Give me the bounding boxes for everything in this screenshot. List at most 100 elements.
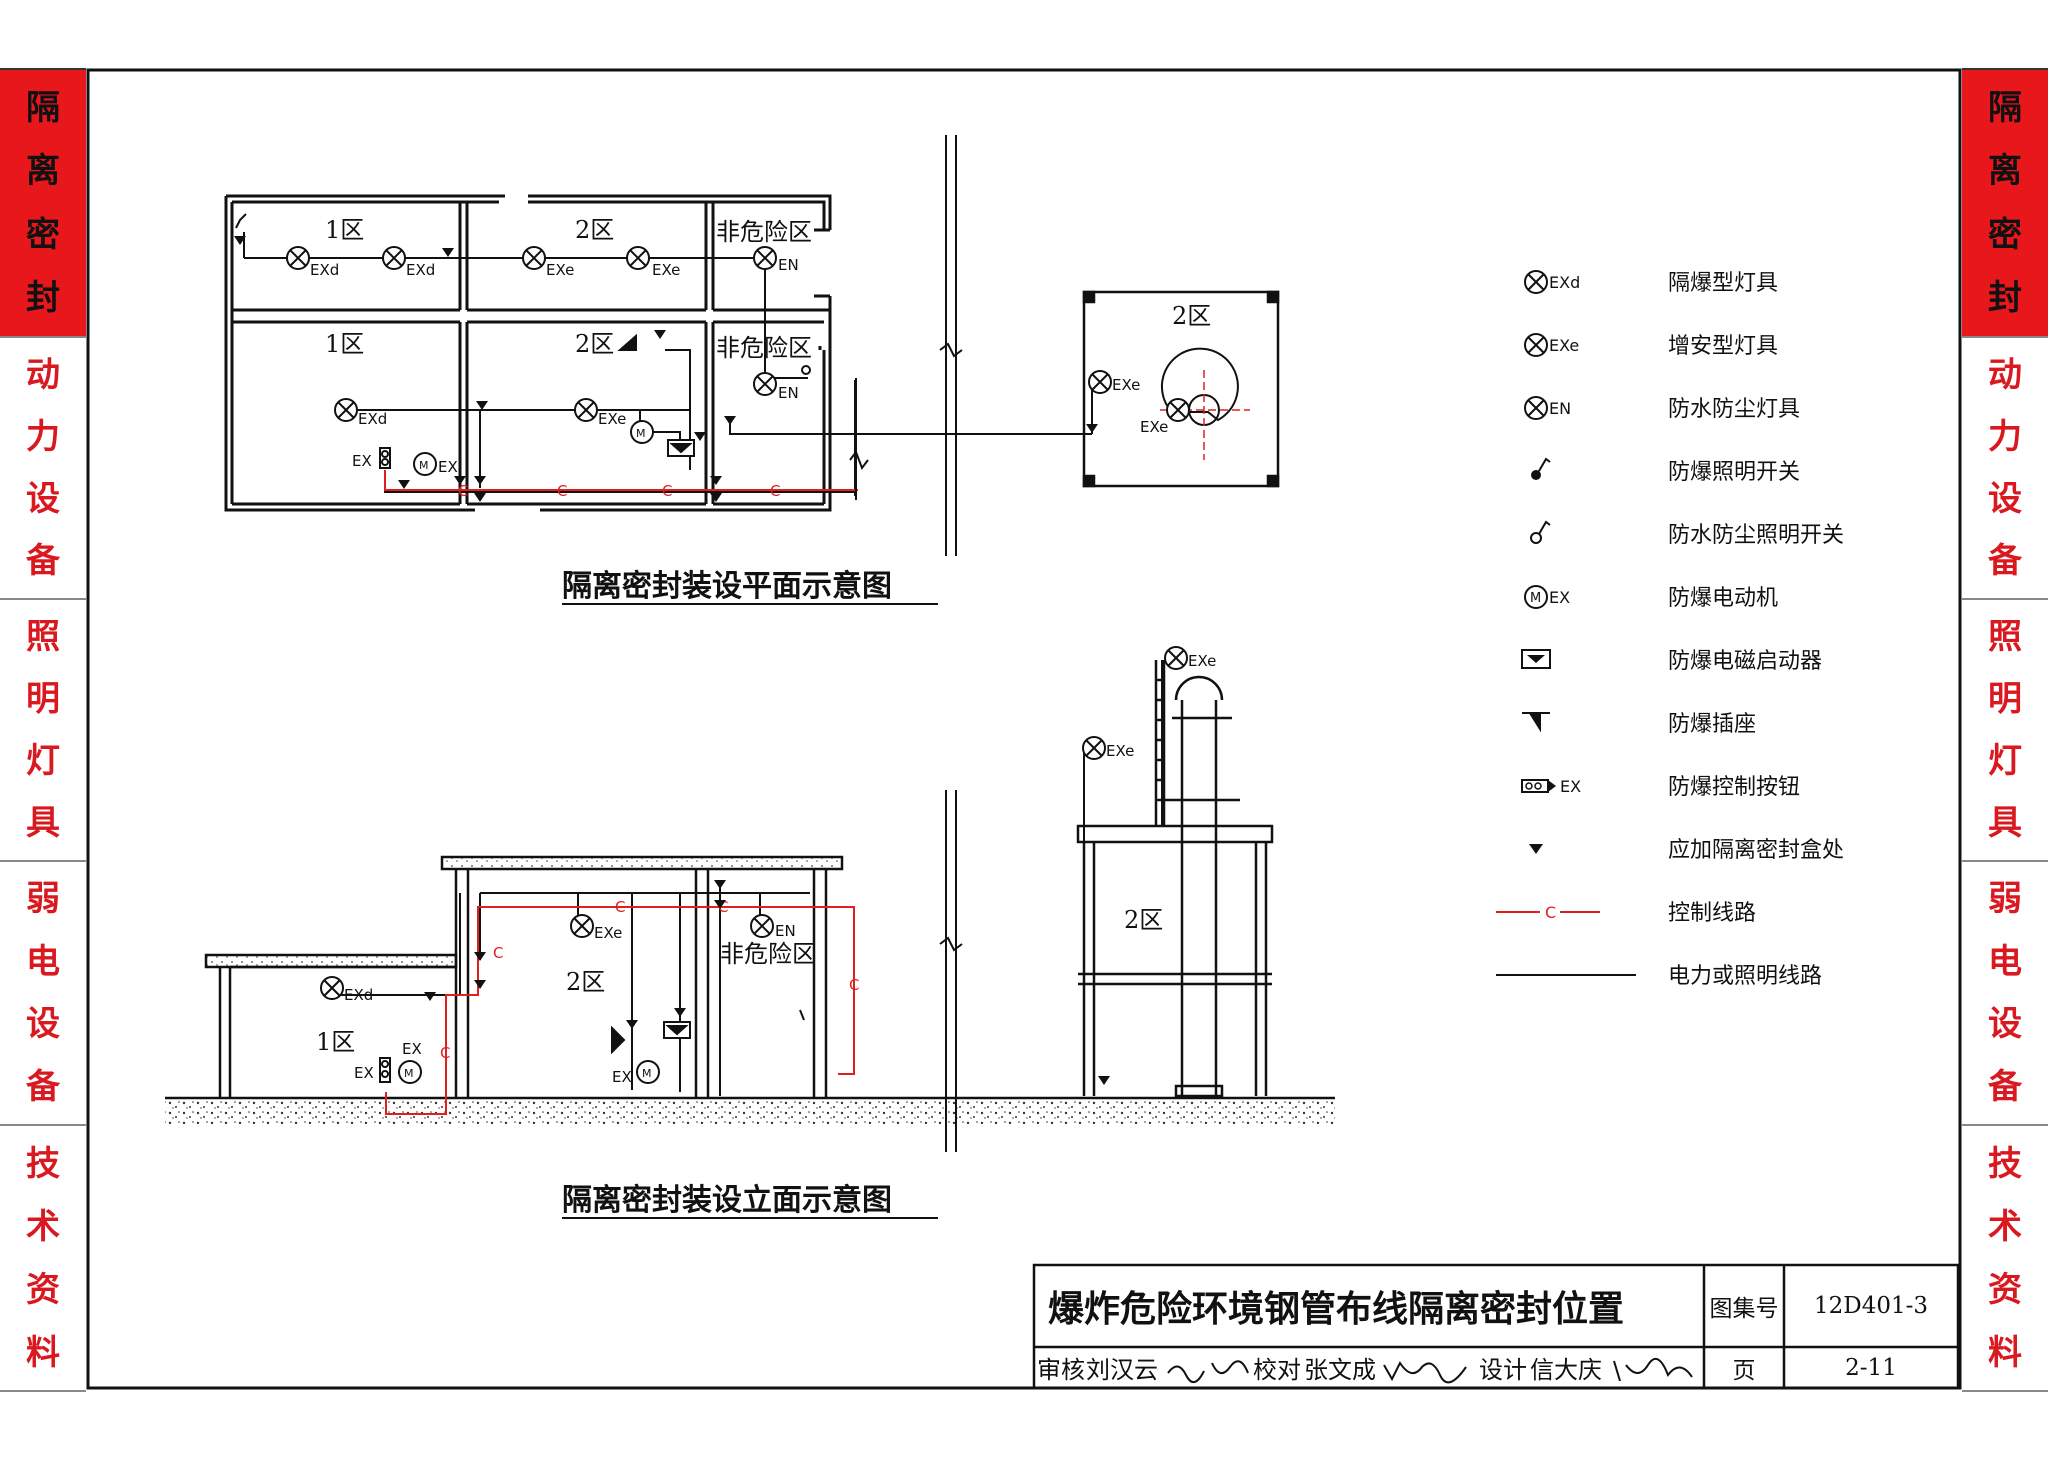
title-block: 爆炸危险环境钢管布线隔离密封位置 图集号 12D401-3 页 2-11 审核 …: [1034, 1265, 1958, 1388]
tower-wiring: [1083, 660, 1163, 1090]
left-sidebar-char: 料: [26, 1332, 60, 1373]
plan-lbl-ex-2: EX: [438, 458, 458, 476]
plan-lamp-en-2: [753, 372, 777, 396]
left-sidebar-char: 技: [26, 1143, 60, 1184]
elev-lbl-en: EN: [775, 922, 796, 940]
elevation-caption: 隔离密封装设立面示意图: [562, 1183, 892, 1218]
right-sidebar: 隔离密封动力设备照明灯具弱电设备技术资料: [1962, 68, 2048, 1392]
elev-c-3: C: [493, 944, 503, 962]
atlas-label: 图集号: [1709, 1296, 1779, 1322]
seal-box-icon: [1529, 844, 1543, 854]
plan-c-4: C: [770, 482, 780, 500]
plan-caption: 隔离密封装设平面示意图: [562, 569, 892, 604]
legend-code: EXe: [1549, 336, 1579, 355]
plan-lbl-exe-5: EXe: [1140, 418, 1168, 436]
right-sidebar-char: 明: [1988, 679, 2022, 719]
checker-signature: [1383, 1361, 1467, 1384]
left-sidebar-char: 封: [26, 278, 60, 319]
legend-label: 应加隔离密封盒处: [1668, 838, 1844, 863]
legend-code: EN: [1549, 399, 1571, 418]
plan-lbl-exe-2: EXe: [652, 261, 680, 279]
left-sidebar-section-4[interactable]: 弱电设备: [0, 862, 86, 1126]
tower-lbl-exe-1: EXe: [1188, 652, 1216, 670]
left-sidebar-section-5[interactable]: 技术资料: [0, 1126, 86, 1392]
right-sidebar-section-3[interactable]: 照明灯具: [1962, 600, 2048, 862]
legend-item: 防爆照明开关: [1531, 457, 1800, 485]
left-sidebar-char: 设: [26, 479, 60, 519]
legend-label: 防爆电磁启动器: [1668, 649, 1822, 674]
plan-lamp-exe-3: [574, 398, 598, 422]
right-sidebar-section-4[interactable]: 弱电设备: [1962, 862, 2048, 1126]
lamp-exe-icon: [1524, 333, 1548, 357]
legend-label: 防爆电动机: [1668, 586, 1778, 611]
review-label: 审核: [1037, 1356, 1085, 1384]
elev-c-2: C: [718, 898, 728, 916]
right-sidebar-char: 资: [1988, 1269, 2022, 1310]
plan-lbl-en-2: EN: [778, 384, 799, 402]
right-sidebar-char: 料: [1988, 1332, 2022, 1373]
left-sidebar-section-2[interactable]: 动力设备: [0, 338, 86, 600]
designer-name: 信大庆: [1530, 1356, 1602, 1384]
left-sidebar-char: 照: [26, 617, 60, 657]
elev-lbl-ex-2: EX: [354, 1064, 374, 1082]
elevation-control-line: [385, 906, 855, 1115]
left-sidebar-char: 隔: [26, 87, 60, 128]
elev-zone-safe: 非危险区: [720, 940, 816, 968]
atlas-number: 12D401-3: [1813, 1293, 1928, 1319]
ex-button-icon: [1521, 779, 1556, 793]
legend-code: EX: [1560, 777, 1581, 796]
legend-code: EXd: [1549, 273, 1580, 292]
plan-zone-safe-a: 非危险区: [716, 218, 812, 246]
plan-zone-2b: 2区: [575, 330, 614, 358]
elev-lamp-exd: [320, 976, 344, 1000]
legend-code: C: [1545, 903, 1556, 922]
dust-switch-icon: [1530, 520, 1551, 544]
right-sidebar-char: 力: [1988, 417, 2022, 457]
elev-motor-m-2: M: [642, 1067, 652, 1080]
plan-lamp-en-1: [753, 246, 777, 270]
plan-zone-labels: 1区 2区 非危险区 1区 2区 非危险区 2区: [325, 216, 1211, 362]
right-sidebar-char: 电: [1988, 941, 2022, 982]
left-sidebar-char: 备: [26, 1066, 60, 1107]
right-sidebar-char: 备: [1988, 541, 2022, 581]
right-sidebar-section-1[interactable]: 隔离密封: [1962, 70, 2048, 338]
plan-view: [224, 194, 832, 512]
plan-breaks: [849, 135, 963, 556]
left-sidebar-char: 资: [26, 1269, 60, 1310]
designer-signature: [1613, 1357, 1693, 1382]
left-sidebar-char: 明: [26, 679, 60, 719]
plan-tower-room: [1082, 290, 1280, 488]
legend-item: 应加隔离密封盒处: [1529, 838, 1844, 863]
right-sidebar-char: 技: [1988, 1143, 2022, 1184]
plan-lbl-exe-1: EXe: [546, 261, 574, 279]
elev-lamp-en: [750, 914, 774, 938]
plan-lamp-exe-4: [1088, 370, 1112, 394]
reviewer-name: 刘汉云: [1086, 1356, 1158, 1384]
left-sidebar-char: 电: [26, 941, 60, 982]
plan-tower-lamp: [1166, 398, 1190, 422]
legend-item: 电力或照明线路: [1496, 964, 1822, 989]
legend-label: 防爆照明开关: [1668, 460, 1800, 485]
left-sidebar: 隔离密封动力设备照明灯具弱电设备技术资料: [0, 68, 86, 1392]
elev-lbl-exe: EXe: [594, 924, 622, 942]
plan-lbl-exe-4: EXe: [1112, 376, 1140, 394]
left-sidebar-section-1[interactable]: 隔离密封: [0, 70, 86, 338]
right-sidebar-char: 设: [1988, 479, 2022, 519]
legend-label: 防爆插座: [1668, 712, 1756, 737]
elev-c-4: C: [440, 1044, 450, 1062]
right-sidebar-section-2[interactable]: 动力设备: [1962, 338, 2048, 600]
svg-text:M: M: [1530, 591, 1541, 606]
plan-lamp-exd-2: [382, 246, 406, 270]
ex-switch-icon: [1531, 457, 1551, 480]
left-sidebar-section-3[interactable]: 照明灯具: [0, 600, 86, 862]
right-sidebar-section-5[interactable]: 技术资料: [1962, 1126, 2048, 1392]
plan-lamp-exe-1: [522, 246, 546, 270]
elev-lamp-exe: [570, 914, 594, 938]
checker-name: 张文成: [1304, 1356, 1376, 1384]
